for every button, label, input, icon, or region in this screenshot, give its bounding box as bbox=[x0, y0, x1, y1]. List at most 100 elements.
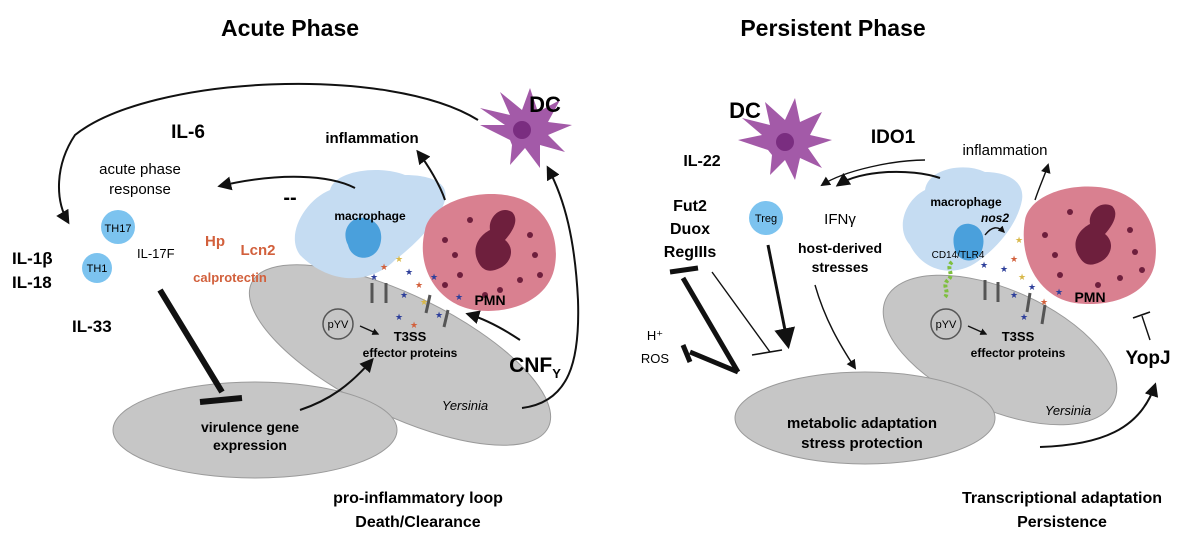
host-derived-line1: host-derived bbox=[798, 240, 882, 256]
il-inhibition-line bbox=[157, 288, 225, 394]
pyv-label-persistent: pYV bbox=[936, 319, 957, 331]
metabolic-cell bbox=[734, 371, 996, 465]
reg-inhibition-line bbox=[711, 271, 771, 353]
svg-text:★: ★ bbox=[1040, 297, 1048, 307]
macrophage-nucleus-acute bbox=[345, 217, 382, 258]
ros-label: ROS bbox=[641, 351, 670, 366]
treg-cell bbox=[749, 201, 783, 235]
stresses-to-metabolic-arrow bbox=[814, 284, 857, 370]
svg-text:★: ★ bbox=[1055, 287, 1063, 297]
dc-cell-persistent bbox=[738, 98, 832, 180]
acute-phase-panel: Acute Phase macrophage PMN DC bbox=[12, 15, 580, 531]
dashes-mark: -- bbox=[283, 187, 296, 209]
acute-bottom-line1: pro-inflammatory loop bbox=[333, 490, 503, 507]
cnf-to-pmn-arrow bbox=[465, 310, 521, 341]
duox-label: Duox bbox=[670, 221, 710, 238]
svg-text:★: ★ bbox=[405, 267, 413, 277]
yopj-inhibition-bar bbox=[1132, 311, 1151, 319]
macrophage-label-acute: macrophage bbox=[334, 209, 406, 223]
cd14-label: CD14/TLR4 bbox=[932, 250, 985, 261]
ido1-arrow bbox=[820, 159, 926, 187]
yopj-inhibition-line bbox=[1141, 315, 1151, 341]
virulence-label-line2: expression bbox=[213, 437, 287, 453]
yopj-label: YopJ bbox=[1125, 348, 1170, 369]
metabolic-to-yopj-arrow bbox=[1039, 382, 1159, 448]
pmn-nucleus-persistent bbox=[1075, 204, 1116, 265]
persistent-bottom-line1: Transcriptional adaptation bbox=[962, 490, 1162, 507]
il22-label: IL-22 bbox=[683, 153, 720, 170]
il33-label: IL-33 bbox=[72, 317, 112, 336]
acute-phase-response-line2: response bbox=[109, 181, 171, 198]
svg-text:★: ★ bbox=[400, 290, 408, 300]
reg-label: RegIIIs bbox=[664, 244, 717, 261]
pmn-label-acute: PMN bbox=[474, 292, 505, 308]
tlr4-receptor bbox=[942, 260, 954, 300]
svg-text:★: ★ bbox=[395, 312, 403, 322]
svg-text:★: ★ bbox=[1010, 290, 1018, 300]
svg-text:★: ★ bbox=[1015, 235, 1023, 245]
macrophage-label-persistent: macrophage bbox=[930, 195, 1002, 209]
persistent-bottom-line2: Persistence bbox=[1017, 514, 1107, 531]
inflammation-label-acute: inflammation bbox=[325, 130, 418, 147]
effector-stars-acute: ★★ ★★ ★★ ★★ ★★ ★★ bbox=[370, 254, 463, 330]
t3ss-needles-acute bbox=[370, 283, 450, 328]
il18-label: IL-18 bbox=[12, 273, 52, 292]
svg-text:★: ★ bbox=[415, 280, 423, 290]
svg-text:★: ★ bbox=[380, 262, 388, 272]
il6-label: IL-6 bbox=[171, 122, 205, 143]
svg-text:★: ★ bbox=[435, 310, 443, 320]
acute-phase-response-line1: acute phase bbox=[99, 161, 181, 178]
svg-text:★: ★ bbox=[1000, 264, 1008, 274]
th1-label: TH1 bbox=[87, 263, 108, 275]
pyv-arrow-acute bbox=[359, 325, 380, 335]
t3ss-needles-persistent bbox=[983, 280, 1047, 325]
reg-inhibition-bar bbox=[751, 349, 783, 356]
pmn-to-inflammation-arrow bbox=[416, 149, 446, 201]
svg-text:★: ★ bbox=[430, 272, 438, 282]
pmn-to-inflammation-persistent bbox=[1034, 163, 1051, 201]
treg-label: Treg bbox=[755, 213, 777, 225]
pyv-label-acute: pYV bbox=[328, 319, 349, 331]
pmn-granules-acute bbox=[442, 217, 543, 298]
il-inhibition-bar bbox=[199, 395, 243, 405]
yersinia-label-persistent: Yersinia bbox=[1045, 403, 1091, 418]
th17-cell bbox=[101, 210, 135, 244]
dc-to-il1b-arrow bbox=[56, 82, 479, 225]
pmn-granules-persistent bbox=[1042, 209, 1145, 288]
macrophage-to-ifng-arrow bbox=[835, 170, 941, 187]
ros-inhibition-bar bbox=[680, 344, 693, 363]
svg-text:★: ★ bbox=[410, 320, 418, 330]
pyv-arrow-persistent bbox=[967, 325, 988, 335]
t3ss-label-persistent: T3SS bbox=[1002, 329, 1035, 344]
inflammation-label-persistent: inflammation bbox=[962, 142, 1047, 159]
calprotectin-label: calprotectin bbox=[193, 270, 267, 285]
yersinia-label-acute: Yersinia bbox=[442, 398, 488, 413]
nos2-label: nos2 bbox=[981, 211, 1009, 225]
th17-label: TH17 bbox=[105, 223, 132, 235]
effector-label-acute: effector proteins bbox=[363, 346, 458, 360]
metabolic-label-line2: stress protection bbox=[801, 435, 923, 452]
dc-label-persistent: DC bbox=[729, 98, 761, 123]
persistent-phase-title: Persistent Phase bbox=[740, 15, 925, 41]
virulence-to-effector-arrow bbox=[299, 357, 374, 411]
th1-cell bbox=[82, 253, 112, 283]
svg-text:★: ★ bbox=[420, 297, 428, 307]
acute-bottom-line2: Death/Clearance bbox=[355, 514, 480, 531]
pyv-plasmid-persistent bbox=[930, 308, 962, 340]
pyv-plasmid-acute bbox=[322, 308, 354, 340]
yersinia-to-dc-arrow bbox=[521, 165, 580, 409]
cnf-label: CNFY bbox=[509, 354, 561, 381]
macrophage-nucleus-persistent bbox=[953, 223, 984, 261]
fut2-label: Fut2 bbox=[673, 198, 707, 215]
acute-phase-title: Acute Phase bbox=[221, 15, 359, 41]
effector-label-persistent: effector proteins bbox=[971, 346, 1066, 360]
macrophage-persistent bbox=[902, 167, 1023, 271]
ifng-label: IFNγ bbox=[824, 211, 856, 228]
virulence-label-line1: virulence gene bbox=[201, 419, 299, 435]
pmn-nucleus-acute bbox=[475, 210, 516, 271]
svg-text:★: ★ bbox=[1028, 282, 1036, 292]
persistent-phase-panel: Persistent Phase macrophage nos2 CD14/TL… bbox=[641, 15, 1171, 531]
svg-text:★: ★ bbox=[455, 292, 463, 302]
